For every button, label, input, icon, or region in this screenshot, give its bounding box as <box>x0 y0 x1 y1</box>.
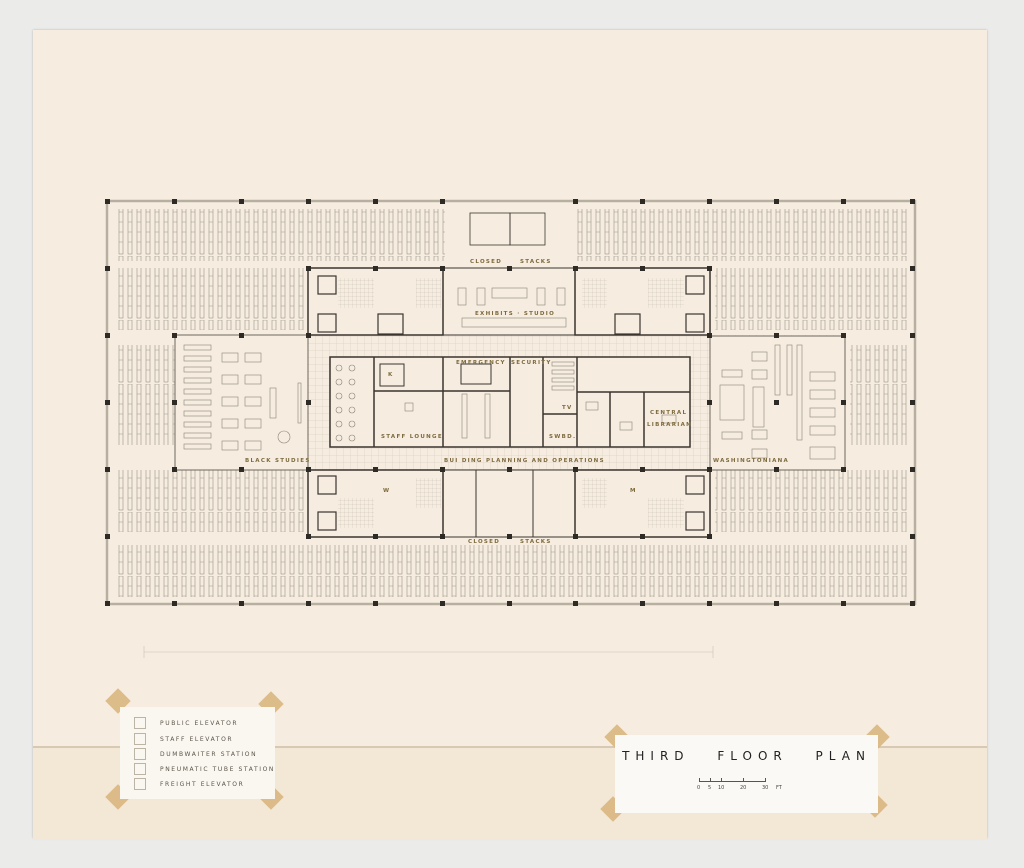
legend-item-freight-elevator: FREIGHT ELEVATOR <box>134 778 244 790</box>
legend-swatch-icon <box>134 778 146 790</box>
scale-label: 20 <box>740 785 747 791</box>
room-label-closed-stacks-south-2: STACKS <box>520 539 552 545</box>
core-tile-floors <box>338 278 684 528</box>
legend-swatch-icon <box>134 748 146 760</box>
legend-swatch-icon <box>134 763 146 775</box>
room-labels: CLOSED STACKS EXHIBITS · STUDIO EMERGENCY SE… <box>245 259 789 545</box>
exhibits-furniture <box>457 287 567 328</box>
room-label-tv: TV <box>562 405 573 411</box>
room-label-central-librarian-1: CENTRAL <box>650 410 687 416</box>
legend-label: PNEUMATIC TUBE STATION <box>160 765 275 773</box>
scale-label: 30 <box>762 785 769 791</box>
legend-card: PUBLIC ELEVATOR STAFF ELEVATOR DUMBWAITE… <box>120 707 275 799</box>
legend-swatch-icon <box>134 717 146 729</box>
room-label-security: SECURITY <box>511 360 552 366</box>
legend-label: PUBLIC ELEVATOR <box>160 719 239 727</box>
room-label-closed-stacks-south-1: CLOSED <box>468 539 500 545</box>
room-label-kitchen: K <box>388 372 394 378</box>
room-label-emergency: EMERGENCY <box>456 360 506 366</box>
scale-tick <box>721 778 722 782</box>
room-label-exhibits-studio: EXHIBITS · STUDIO <box>475 311 555 317</box>
central-core <box>329 356 691 448</box>
structural-columns <box>105 199 915 606</box>
room-label-staff-lounge: STAFF LOUNGE <box>381 434 443 440</box>
scale-tick <box>765 778 766 782</box>
drawing-title: THIRD FLOOR PLAN <box>622 749 871 763</box>
scale-bar: 0 5 10 20 30 FT <box>697 777 799 797</box>
room-label-central-librarian-2: LIBRARIAN <box>647 422 692 428</box>
legend-item-staff-elevator: STAFF ELEVATOR <box>134 733 233 745</box>
scale-label: 10 <box>718 785 725 791</box>
scale-label: 5 <box>708 785 712 791</box>
room-label-closed-stacks-north-1: CLOSED <box>470 259 502 265</box>
legend-item-public-elevator: PUBLIC ELEVATOR <box>134 717 238 729</box>
legend-item-dumbwaiter-station: DUMBWAITER STATION <box>134 748 257 760</box>
room-label-washingtoniana: WASHINGTONIANA <box>713 458 789 464</box>
legend-label: FREIGHT ELEVATOR <box>160 780 245 788</box>
core-furniture <box>335 361 677 442</box>
title-card: THIRD FLOOR PLAN 0 5 10 20 30 FT <box>615 735 878 813</box>
scale-tick <box>743 778 744 782</box>
scale-unit: FT <box>776 785 782 791</box>
legend-swatch-icon <box>134 733 146 745</box>
room-label-black-studies: BLACK STUDIES <box>245 458 311 464</box>
dimension-line <box>143 646 714 658</box>
legend-label: STAFF ELEVATOR <box>160 735 234 743</box>
scale-line <box>699 781 765 782</box>
scale-tick <box>699 778 700 782</box>
room-label-women-restroom: W <box>383 488 390 494</box>
room-label-closed-stacks-north-2: STACKS <box>520 259 552 265</box>
elevator-shafts <box>317 212 705 531</box>
black-studies-room <box>174 334 309 471</box>
legend-label: DUMBWAITER STATION <box>160 750 258 758</box>
scale-label: 0 <box>697 785 701 791</box>
room-label-swbd: SWBD. <box>549 434 576 440</box>
scale-tick <box>710 778 711 782</box>
room-label-building-planning: BUI DING PLANNING AND OPERATIONS <box>444 458 605 464</box>
legend-item-pneumatic-tube-station: PNEUMATIC TUBE STATION <box>134 763 275 775</box>
stack-shelving <box>117 209 908 597</box>
room-label-men-restroom: M <box>630 488 637 494</box>
